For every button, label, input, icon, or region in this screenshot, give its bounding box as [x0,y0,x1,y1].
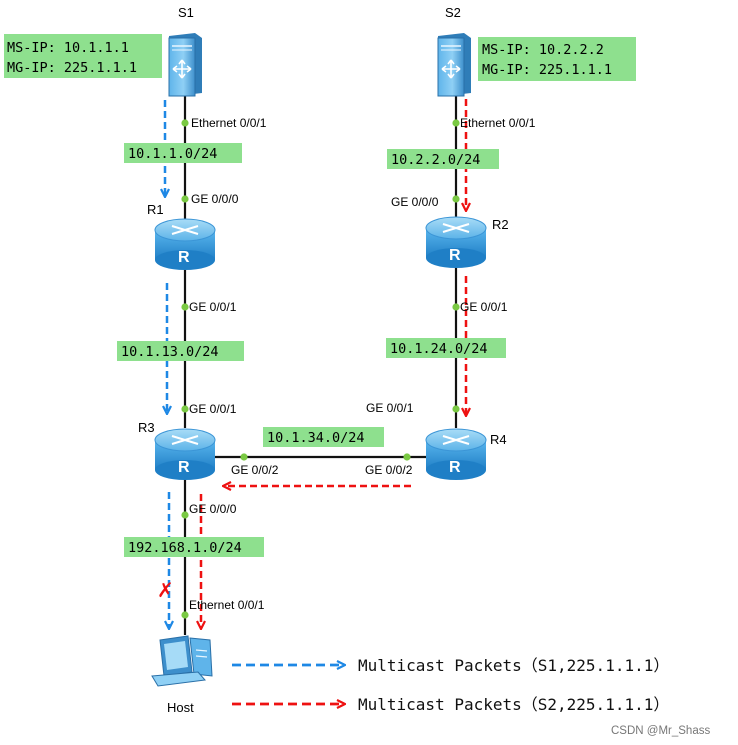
svg-text:R: R [178,459,190,476]
pc-icon [151,635,213,687]
port-label-s2-eth: Ethernet 0/0/1 [460,116,536,130]
server-icon [437,33,471,97]
legend: Multicast Packets（S1,225.1.1.1） Multicas… [232,656,669,714]
port-dot [240,453,248,461]
port-label-r2-ge001: GE 0/0/1 [460,300,508,314]
router-r1[interactable]: R R1 [147,202,216,270]
router-r2[interactable]: R R2 [425,216,509,268]
port-label-r2-ge000: GE 0/0/0 [391,195,439,209]
port-dot [452,119,460,127]
port-label-r3-ge000: GE 0/0/0 [189,502,237,516]
port-label-r4-ge001: GE 0/0/1 [366,401,414,415]
router-icon: R [154,428,216,480]
source-s2-mg-ip: MG-IP: 225.1.1.1 [482,62,612,78]
subnet-label-r1-r3: 10.1.13.0/24 [121,344,219,360]
device-label-s2: S2 [445,5,461,20]
subnet-labels: 10.1.1.0/24 10.2.2.0/24 10.1.13.0/24 10.… [117,143,506,557]
device-label-host: Host [167,700,194,715]
subnet-label-bg [387,149,499,169]
port-label-r3-ge002: GE 0/0/2 [231,463,279,477]
port-labels: Ethernet 0/0/1 GE 0/0/0 GE 0/0/1 GE 0/0/… [189,116,536,612]
subnet-label-r3-r4: 10.1.34.0/24 [267,430,365,446]
port-dot [452,405,460,413]
port-dot [181,303,189,311]
port-label-r4-ge002: GE 0/0/2 [365,463,413,477]
port-dot [452,195,460,203]
router-icon: R [425,216,487,268]
port-label-r3-ge001: GE 0/0/1 [189,402,237,416]
router-icon: R [154,218,216,270]
source-info-s1: MS-IP: 10.1.1.1 MG-IP: 225.1.1.1 [4,34,162,78]
svg-text:R: R [449,459,461,476]
port-dot [181,511,189,519]
source-info-s2: MS-IP: 10.2.2.2 MG-IP: 225.1.1.1 [478,37,636,81]
server-s1[interactable]: S1 [168,5,202,97]
port-dot [181,405,189,413]
device-label-r2: R2 [492,217,509,232]
source-s2-ms-ip: MS-IP: 10.2.2.2 [482,42,604,58]
subnet-label-bg [263,427,384,447]
host-pc[interactable]: Host [151,635,213,715]
server-s2[interactable]: S2 [437,5,471,97]
svg-text:R: R [178,249,190,266]
port-dot [181,195,189,203]
legend-red-label: Multicast Packets（S2,225.1.1.1） [358,695,669,714]
port-label-s1-eth: Ethernet 0/0/1 [191,116,267,130]
router-icon: R [425,428,487,480]
subnet-label-bg [124,143,242,163]
device-label-r1: R1 [147,202,164,217]
subnet-label-bg [386,338,506,358]
source-s1-mg-ip: MG-IP: 225.1.1.1 [7,60,137,76]
port-dot [181,611,189,619]
device-label-r3: R3 [138,420,155,435]
subnet-label-bg [124,537,264,557]
port-label-r1-ge001: GE 0/0/1 [189,300,237,314]
device-label-r4: R4 [490,432,507,447]
subnet-label-r3-host: 192.168.1.0/24 [128,540,242,556]
subnet-label-s1-r1: 10.1.1.0/24 [128,146,217,162]
svg-text:R: R [449,247,461,264]
legend-blue-label: Multicast Packets（S1,225.1.1.1） [358,656,669,675]
port-dots [181,119,460,619]
subnet-label-s2-r2: 10.2.2.0/24 [391,152,480,168]
blocked-mark-icon: ✗ [157,578,174,602]
source-s1-ms-ip: MS-IP: 10.1.1.1 [7,40,129,56]
subnet-label-r2-r4: 10.1.24.0/24 [390,341,488,357]
router-r4[interactable]: R R4 [425,428,507,480]
router-r3[interactable]: R R3 [138,420,216,480]
port-label-r1-ge000: GE 0/0/0 [191,192,239,206]
port-dot [181,119,189,127]
port-dot [403,453,411,461]
source-info-bg [4,34,162,78]
source-info-bg [478,37,636,81]
server-icon [168,33,202,97]
watermark: CSDN @Mr_Shass [611,725,710,737]
device-label-s1: S1 [178,5,194,20]
port-label-host-eth: Ethernet 0/0/1 [189,598,265,612]
port-dot [452,303,460,311]
subnet-label-bg [117,341,244,361]
